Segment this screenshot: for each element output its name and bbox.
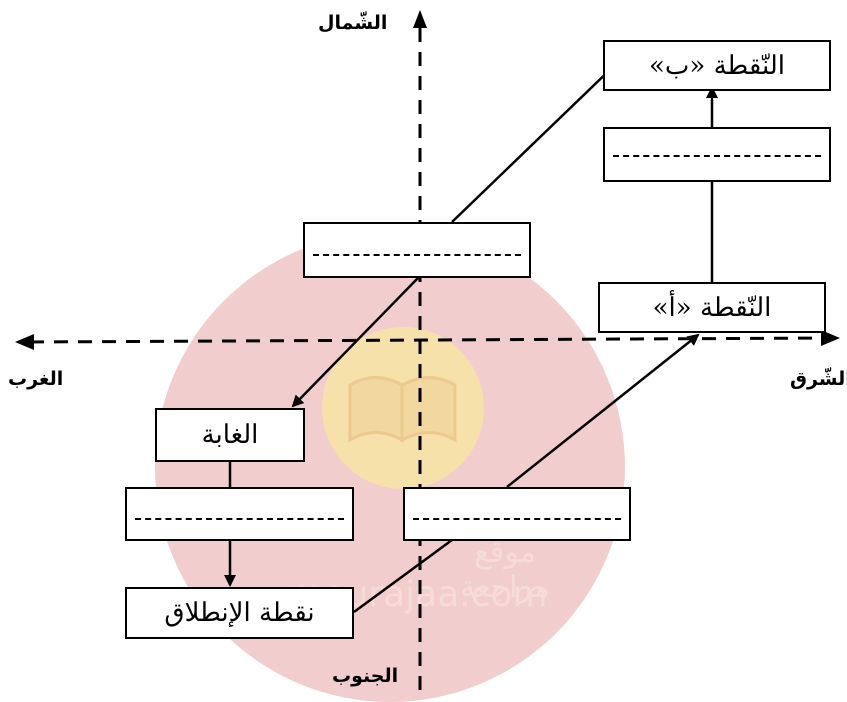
north-arrow-icon xyxy=(413,10,427,28)
start-point-box: نقطة الإنطلاق xyxy=(125,587,354,639)
east-arrow-icon xyxy=(821,330,840,346)
connector-blank-e-to-point-a xyxy=(506,333,700,488)
blank-box-south-east xyxy=(403,487,631,541)
connector-blank-a-to-point-b xyxy=(451,61,619,223)
point-a-box: النّقطة «أ» xyxy=(598,282,826,333)
blank-box-north-east xyxy=(603,127,831,182)
forest-label: الغابة xyxy=(201,420,259,450)
connector-start-to-blank-e xyxy=(353,538,453,614)
north-label: الشّمال xyxy=(318,12,388,34)
point-b-box: النّقطة «ب» xyxy=(603,40,831,91)
open-book-icon xyxy=(348,376,457,443)
blank-fill-line xyxy=(613,154,821,157)
blank-box-south-west xyxy=(125,487,354,541)
horizontal-axis xyxy=(29,336,831,344)
blank-fill-line xyxy=(135,518,344,520)
point-a-label: النّقطة «أ» xyxy=(652,292,772,323)
west-arrow-icon xyxy=(15,334,34,350)
start-point-label: نقطة الإنطلاق xyxy=(164,598,315,628)
east-label: الشّرق xyxy=(790,368,847,390)
connector-blank-a-to-forest xyxy=(291,277,419,408)
blank-fill-line xyxy=(413,518,621,520)
point-b-label: النّقطة «ب» xyxy=(649,50,785,81)
south-label: الجنوب xyxy=(332,665,399,687)
forest-box: الغابة xyxy=(155,408,305,462)
blank-box-center xyxy=(303,222,531,278)
blank-fill-line xyxy=(313,254,521,257)
west-label: الغرب xyxy=(8,368,64,390)
